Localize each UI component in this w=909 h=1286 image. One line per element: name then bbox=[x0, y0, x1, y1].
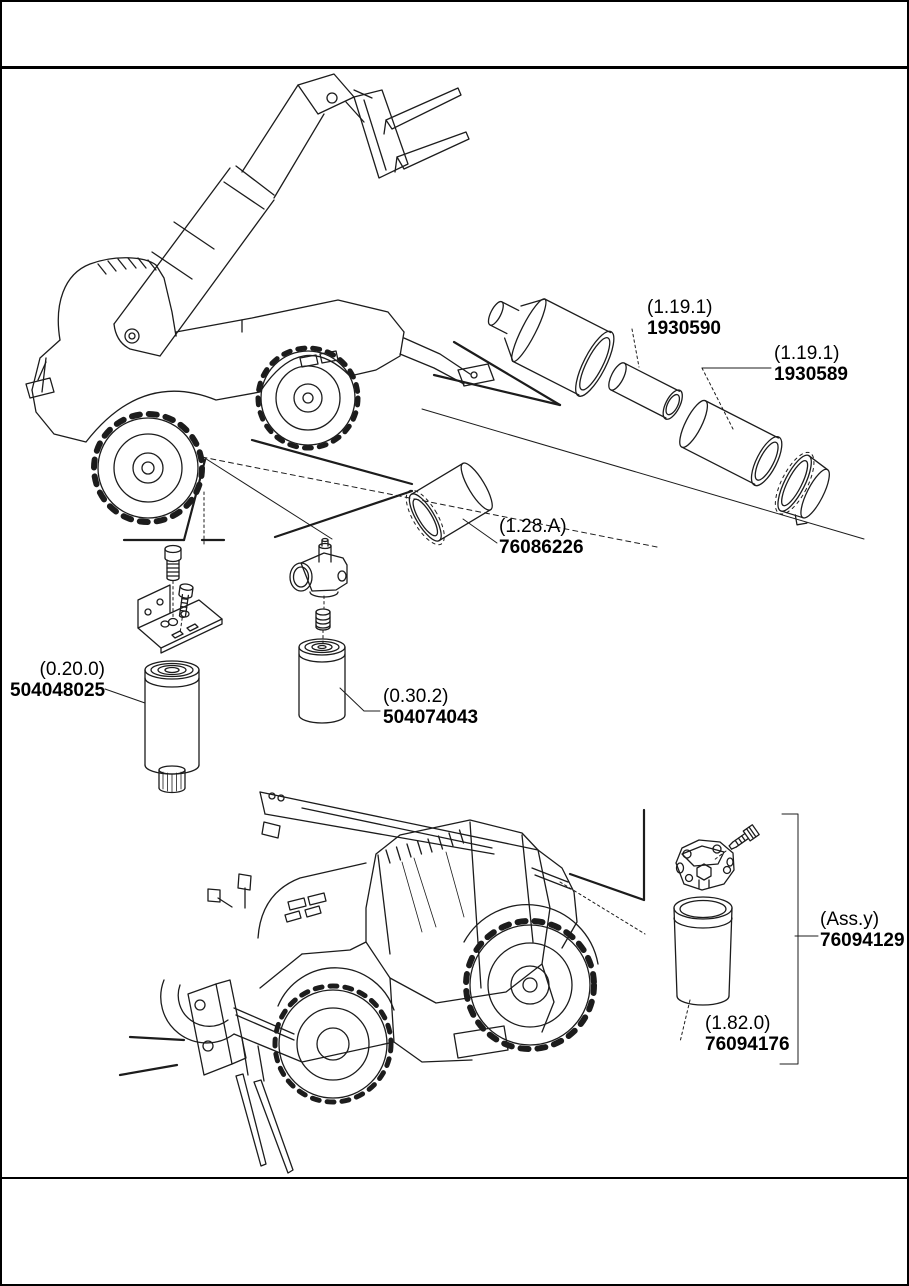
intake-tube-drawing bbox=[608, 362, 683, 420]
spin-on-filter-left-drawing bbox=[144, 660, 200, 794]
plug-bolt-drawing bbox=[164, 544, 182, 619]
part-number: 76094129 bbox=[820, 930, 905, 951]
assembly-bracket-line bbox=[779, 813, 819, 1065]
end-cap-drawing bbox=[774, 451, 830, 526]
air-intake-housing-drawing bbox=[487, 298, 615, 397]
part-ref: (Ass.y) bbox=[820, 909, 880, 930]
filter-assembly-head-drawing bbox=[675, 839, 735, 891]
footer-divider bbox=[2, 1177, 907, 1179]
filter-element-cartridge-drawing bbox=[673, 896, 733, 1006]
header-band bbox=[2, 2, 907, 69]
banjo-fitting-drawing bbox=[728, 824, 760, 850]
air-filter-element-drawing bbox=[679, 399, 783, 487]
adapter-sleeve-drawing bbox=[405, 462, 493, 546]
part-number: 76094176 bbox=[705, 1034, 790, 1055]
part-number: 504074043 bbox=[383, 707, 479, 728]
part-ref: (1.19.1) bbox=[647, 297, 713, 318]
part-label-air-tube: (1.19.1) 1930590 bbox=[647, 297, 721, 339]
machine-top-drawing bbox=[25, 73, 495, 525]
part-number: 1930590 bbox=[647, 318, 721, 339]
part-label-left-filter: (0.20.0) 504048025 bbox=[10, 659, 105, 701]
part-label-air-element: (1.19.1) 1930589 bbox=[774, 343, 848, 385]
callout-lines-bottom bbox=[118, 808, 727, 1077]
part-ref: (1.82.0) bbox=[705, 1013, 771, 1034]
part-label-bottom-element: (1.82.0) 76094176 bbox=[705, 1013, 790, 1055]
mounting-bracket-drawing bbox=[137, 584, 223, 654]
part-number: 76086226 bbox=[499, 537, 584, 558]
spin-on-filter-mid-drawing bbox=[298, 638, 346, 724]
part-ref: (1.19.1) bbox=[774, 343, 840, 364]
machine-bottom-drawing bbox=[160, 791, 599, 1174]
part-number: 1930589 bbox=[774, 364, 848, 385]
air-intake-exploded-drawing bbox=[487, 298, 830, 526]
part-ref: (0.20.0) bbox=[39, 659, 105, 680]
part-label-assembly: (Ass.y) 76094129 bbox=[820, 909, 905, 951]
filter-head-drawing bbox=[289, 537, 348, 609]
callout-lines-top bbox=[104, 328, 865, 712]
stud-bolt-drawing bbox=[178, 583, 194, 633]
part-label-mid-filter: (0.30.2) 504074043 bbox=[383, 686, 478, 728]
part-number: 504048025 bbox=[10, 680, 106, 701]
part-ref: (0.30.2) bbox=[383, 686, 449, 707]
part-label-adapter-sleeve: (1.28.A) 76086226 bbox=[499, 516, 584, 558]
part-ref: (1.28.A) bbox=[499, 516, 567, 537]
threaded-nipple-drawing bbox=[315, 608, 331, 644]
